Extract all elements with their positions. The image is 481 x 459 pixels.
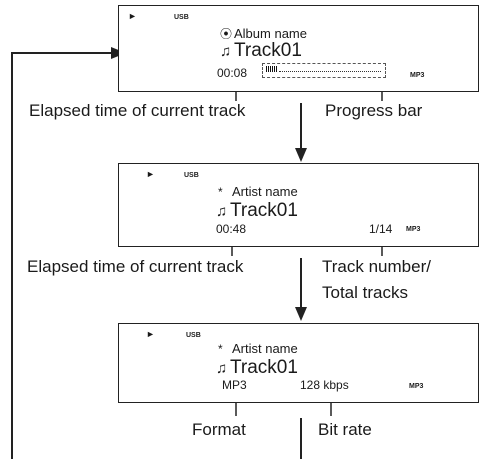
down-arrow-1-head: [295, 148, 307, 162]
artist-name: Artist name: [232, 184, 298, 199]
display-screen-artist-track-count: ► USB * Artist name ♫Track01 00:48 1/14 M…: [118, 163, 479, 247]
display-screen-format-bitrate: ► USB * Artist name ♫Track01 MP3 128 kbps…: [118, 323, 479, 403]
progress-bar: [262, 63, 386, 78]
bit-rate-value: 128 kbps: [300, 378, 349, 392]
label-progress-bar: Progress bar: [325, 101, 423, 120]
music-note-icon: ♫: [216, 360, 228, 377]
play-icon: ►: [128, 11, 137, 21]
format-value: MP3: [222, 378, 247, 392]
label-elapsed-time-1: Elapsed time of current track: [29, 101, 246, 120]
track-name: Track01: [234, 40, 302, 61]
play-icon: ►: [146, 329, 155, 339]
music-note-icon: ♫: [220, 43, 232, 60]
down-arrow-2-head: [295, 307, 307, 321]
loop-back-line: [11, 52, 112, 459]
track-name: Track01: [230, 357, 298, 378]
progress-bar-remaining: [279, 71, 381, 72]
play-icon: ►: [146, 169, 155, 179]
label-bit-rate: Bit rate: [318, 420, 372, 439]
music-note-icon: ♫: [216, 203, 228, 220]
artist-icon: *: [218, 185, 223, 199]
format-indicator: MP3: [409, 383, 424, 390]
artist-icon: *: [218, 342, 223, 356]
track-name: Track01: [230, 200, 298, 221]
progress-bar-fill: [266, 66, 278, 72]
source-label: USB: [184, 172, 199, 179]
format-indicator: MP3: [410, 72, 425, 79]
track-line: ♫Track01: [220, 40, 302, 62]
artist-name: Artist name: [232, 341, 298, 356]
track-count: 1/14: [369, 222, 393, 236]
source-label: USB: [186, 332, 201, 339]
album-name: Album name: [234, 26, 307, 41]
label-format: Format: [192, 420, 246, 439]
elapsed-time: 00:48: [216, 222, 247, 236]
elapsed-time: 00:08: [217, 66, 248, 80]
label-total-tracks: Total tracks: [322, 283, 408, 302]
subtitle-line: * Artist name: [218, 184, 298, 199]
label-track-number: Track number/: [322, 257, 431, 276]
subtitle-line: * Artist name: [218, 341, 298, 356]
album-icon: ⦿: [220, 27, 233, 41]
subtitle-line: ⦿Album name: [220, 25, 307, 42]
track-line: ♫Track01: [216, 357, 298, 379]
display-screen-album: ► USB ⦿Album name ♫Track01 00:08 MP3: [118, 5, 479, 92]
source-label: USB: [174, 14, 189, 21]
format-indicator: MP3: [406, 226, 421, 233]
track-line: ♫Track01: [216, 200, 298, 222]
label-elapsed-time-2: Elapsed time of current track: [27, 257, 244, 276]
